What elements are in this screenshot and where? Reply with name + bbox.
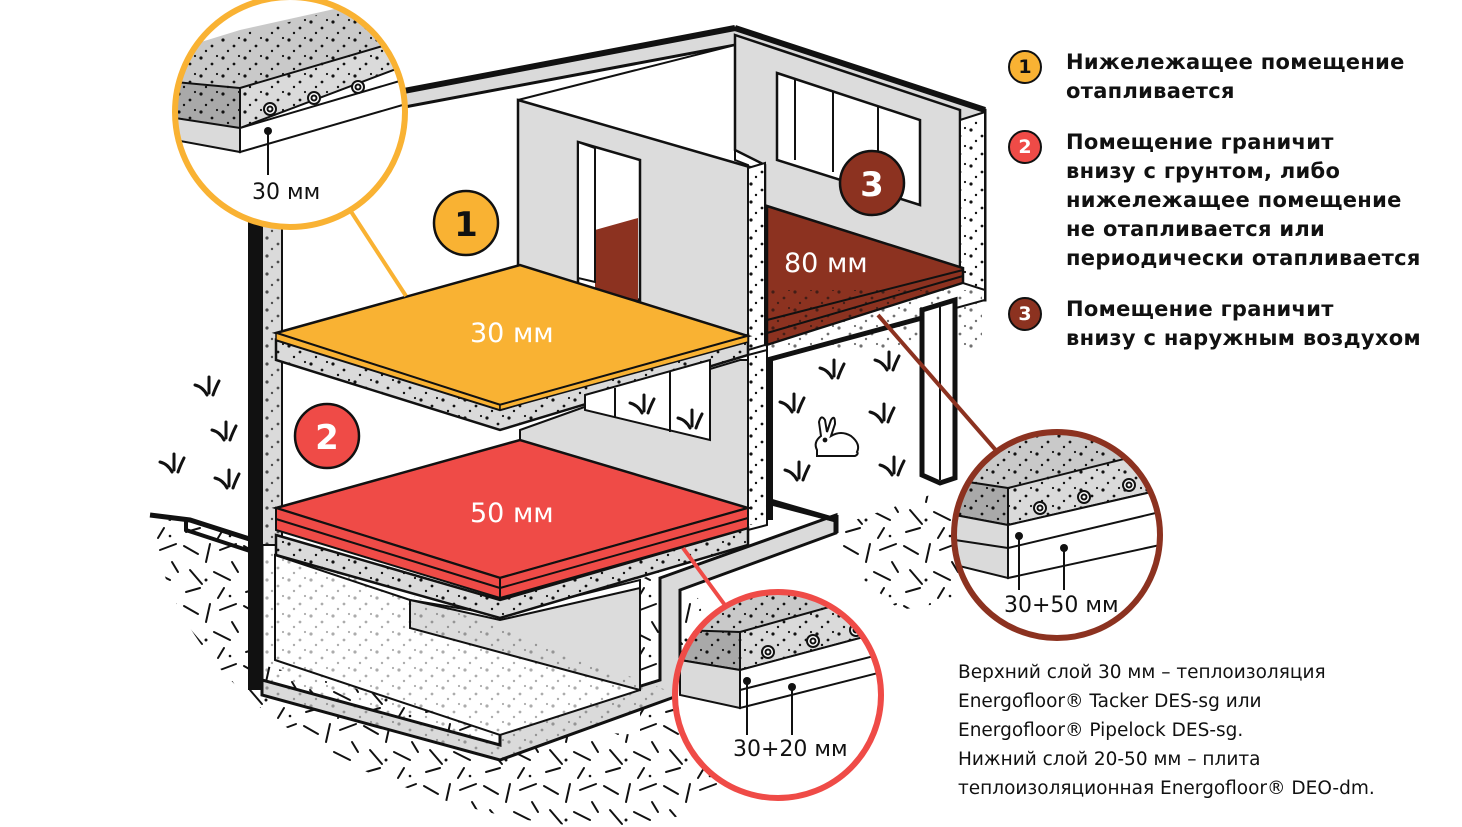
zone-3-legend-badge: 3 xyxy=(1008,297,1042,331)
floor-zone-2: 50 мм xyxy=(271,438,753,620)
zone-1-badge-number: 1 xyxy=(454,205,478,245)
legend-text-zone-3: Помещение граничит внизу с наружным возд… xyxy=(1066,297,1421,350)
callout-zone-2: 30+20 мм xyxy=(672,589,884,801)
legend-text-zone-1: Нижележащее помещение отапливается xyxy=(1066,50,1405,103)
legend-item-zone-2: 2 Помещение граничит внизу с грунтом, ли… xyxy=(1008,128,1458,273)
basement xyxy=(260,512,838,762)
callout-zone-3: 30+50 мм xyxy=(951,429,1163,641)
ground-line xyxy=(149,512,263,546)
zone-2-legend-badge: 2 xyxy=(1008,130,1042,164)
zone-1-legend-badge: 1 xyxy=(1008,50,1042,84)
callout-connector-zone-2 xyxy=(681,546,732,614)
floor-zone-1-label: 30 мм xyxy=(470,318,554,349)
legend-item-zone-1: 1 Нижележащее помещение отапливается xyxy=(1008,48,1458,106)
zone-3-badge: 3 xyxy=(838,149,906,217)
legend-text-zone-2: Помещение граничит внизу с грунтом, либо… xyxy=(1066,130,1421,270)
middle-level-walls xyxy=(519,348,768,532)
callout-connector-zone-1 xyxy=(348,208,408,298)
legend: 1 Нижележащее помещение отапливается 2 П… xyxy=(1008,48,1458,375)
back-walls xyxy=(516,33,986,352)
material-note: Верхний слой 30 мм – теплоизоляция Energ… xyxy=(958,662,1375,799)
zone-1-badge: 1 xyxy=(432,189,500,257)
grass-tuft-icon xyxy=(158,350,906,490)
rabbit-icon xyxy=(814,416,860,457)
legend-item-zone-3: 3 Помещение граничит внизу с наружным во… xyxy=(1008,295,1458,353)
callout-zone-2-label: 30+20 мм xyxy=(733,737,848,762)
zone-2-badge: 2 xyxy=(293,402,361,470)
soil-hatching xyxy=(150,495,960,827)
support-pillar xyxy=(919,296,958,486)
floor-zone-2-label: 50 мм xyxy=(470,498,554,529)
callout-connector-zone-3 xyxy=(876,313,1002,457)
zone-2-badge-number: 2 xyxy=(315,418,339,458)
zone-3-badge-number: 3 xyxy=(860,165,884,205)
callout-zone-1-label: 30 мм xyxy=(252,180,320,205)
callout-zone-1: 30 мм xyxy=(172,0,408,230)
callout-zone-3-label: 30+50 мм xyxy=(1004,593,1119,618)
floor-zone-3-label: 80 мм xyxy=(784,248,868,279)
